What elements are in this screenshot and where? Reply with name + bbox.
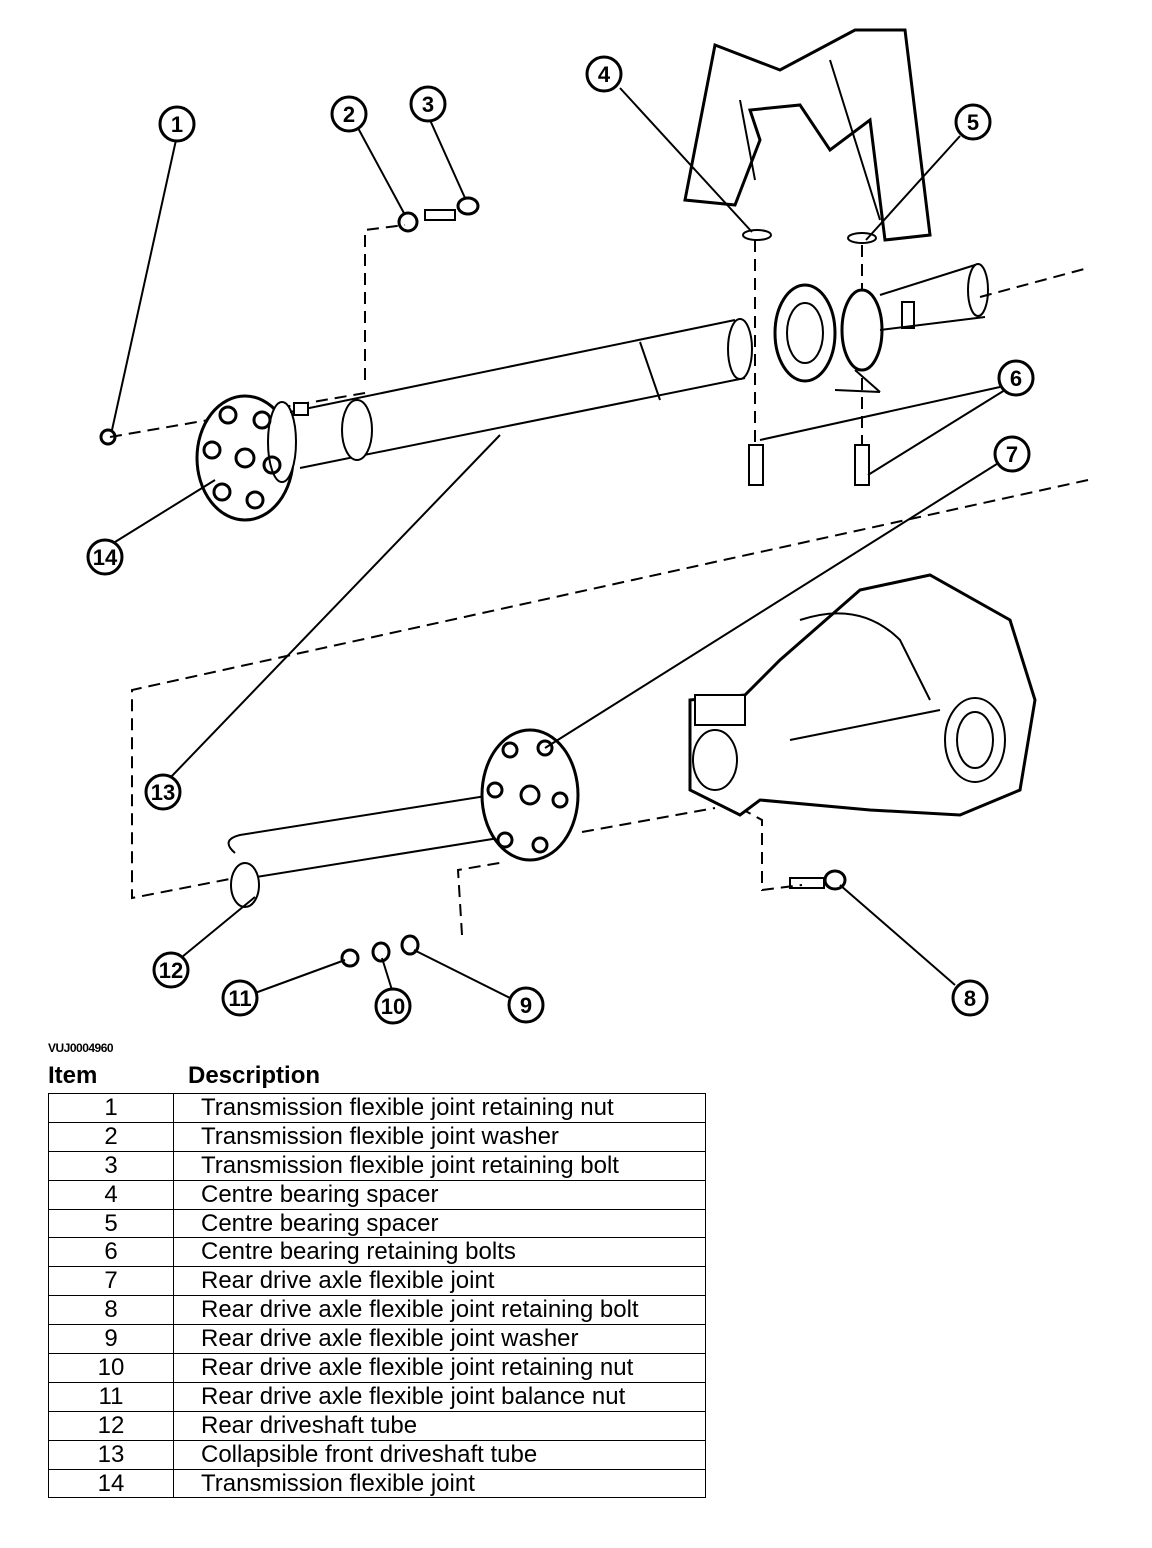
item-number: 13	[48, 1439, 174, 1470]
callout-13: 13	[144, 773, 182, 811]
svg-text:13: 13	[151, 780, 175, 805]
item-description: Collapsible front driveshaft tube	[173, 1439, 706, 1470]
svg-text:5: 5	[967, 110, 979, 135]
item-description: Rear driveshaft tube	[173, 1410, 706, 1441]
exploded-driveshaft-diagram: 1 2 3 4 5 6 7 8 9 10 11 12 13 14	[86, 28, 1089, 1025]
item-number: 11	[48, 1381, 174, 1412]
svg-text:1: 1	[171, 112, 183, 137]
description-column-header: Description	[188, 1062, 321, 1089]
callout-4: 4	[585, 55, 623, 93]
item-description: Rear drive axle flexible joint retaining…	[173, 1295, 706, 1326]
svg-text:8: 8	[964, 986, 976, 1011]
item-number: 4	[48, 1179, 174, 1210]
item-number: 12	[48, 1410, 174, 1441]
callout-11: 11	[221, 979, 259, 1017]
callout-8-lower: 8	[951, 979, 989, 1017]
item-number: 8	[48, 1295, 174, 1326]
transmission-joint-fasteners	[99, 196, 480, 446]
item-description: Centre bearing spacer	[173, 1179, 706, 1210]
item-number: 6	[48, 1237, 174, 1268]
item-description: Transmission flexible joint	[173, 1468, 706, 1499]
svg-text:3: 3	[422, 92, 434, 117]
svg-text:9: 9	[520, 993, 532, 1018]
svg-text:10: 10	[381, 994, 405, 1019]
callout-5: 5	[954, 103, 992, 141]
item-number: 7	[48, 1266, 174, 1297]
callout-9: 9	[507, 986, 545, 1024]
item-description: Transmission flexible joint retaining bo…	[173, 1150, 706, 1181]
callout-3: 3	[409, 85, 447, 123]
figure-id: VUJ0004960	[48, 1041, 114, 1055]
rear-drive-axle-flexible-joint	[480, 728, 580, 862]
rear-joint-retaining-bolt	[789, 869, 847, 891]
item-column-header: Item	[48, 1062, 98, 1089]
item-description: Transmission flexible joint retaining nu…	[173, 1093, 706, 1123]
callout-14: 14	[86, 538, 124, 576]
item-description: Transmission flexible joint washer	[173, 1121, 706, 1152]
callout-7: 7	[993, 435, 1031, 473]
item-description: Centre bearing spacer	[173, 1208, 706, 1239]
item-number: 2	[48, 1121, 174, 1152]
leader-lines	[111, 87, 1006, 999]
rear-joint-fasteners	[340, 934, 420, 968]
item-number: 14	[48, 1468, 174, 1499]
item-description: Rear drive axle flexible joint retaining…	[173, 1353, 706, 1383]
transmission-flexible-joint	[195, 394, 297, 522]
callout-6: 6	[997, 359, 1035, 397]
svg-text:2: 2	[343, 102, 355, 127]
svg-text:4: 4	[598, 62, 611, 87]
item-number: 9	[48, 1324, 174, 1355]
svg-text:7: 7	[1006, 442, 1018, 467]
item-number: 10	[48, 1353, 174, 1383]
item-number: 3	[48, 1150, 174, 1181]
callout-12: 12	[152, 951, 190, 989]
item-description: Rear drive axle flexible joint balance n…	[173, 1381, 706, 1412]
callout-10: 10	[374, 987, 412, 1025]
callout-balloons: 1 2 3 4 5 6 7 8 9 10 11 12 13 14	[86, 55, 1035, 1025]
svg-text:11: 11	[228, 986, 251, 1011]
centre-bearing-assembly	[683, 28, 989, 393]
item-number: 5	[48, 1208, 174, 1239]
rear-driveshaft-tube	[227, 782, 525, 908]
rear-differential	[688, 573, 1037, 817]
front-driveshaft-tube	[289, 318, 753, 469]
item-number: 1	[48, 1093, 174, 1123]
callout-2: 2	[330, 95, 368, 133]
callout-1: 1	[158, 105, 196, 143]
item-description: Rear drive axle flexible joint	[173, 1266, 706, 1297]
centre-bearing-bolts	[748, 444, 870, 486]
svg-text:12: 12	[159, 958, 183, 983]
item-description: Rear drive axle flexible joint washer	[173, 1324, 706, 1355]
assembly-lines	[109, 224, 1089, 936]
item-description: Centre bearing retaining bolts	[173, 1237, 706, 1268]
svg-text:14: 14	[93, 545, 118, 570]
svg-text:6: 6	[1010, 366, 1022, 391]
